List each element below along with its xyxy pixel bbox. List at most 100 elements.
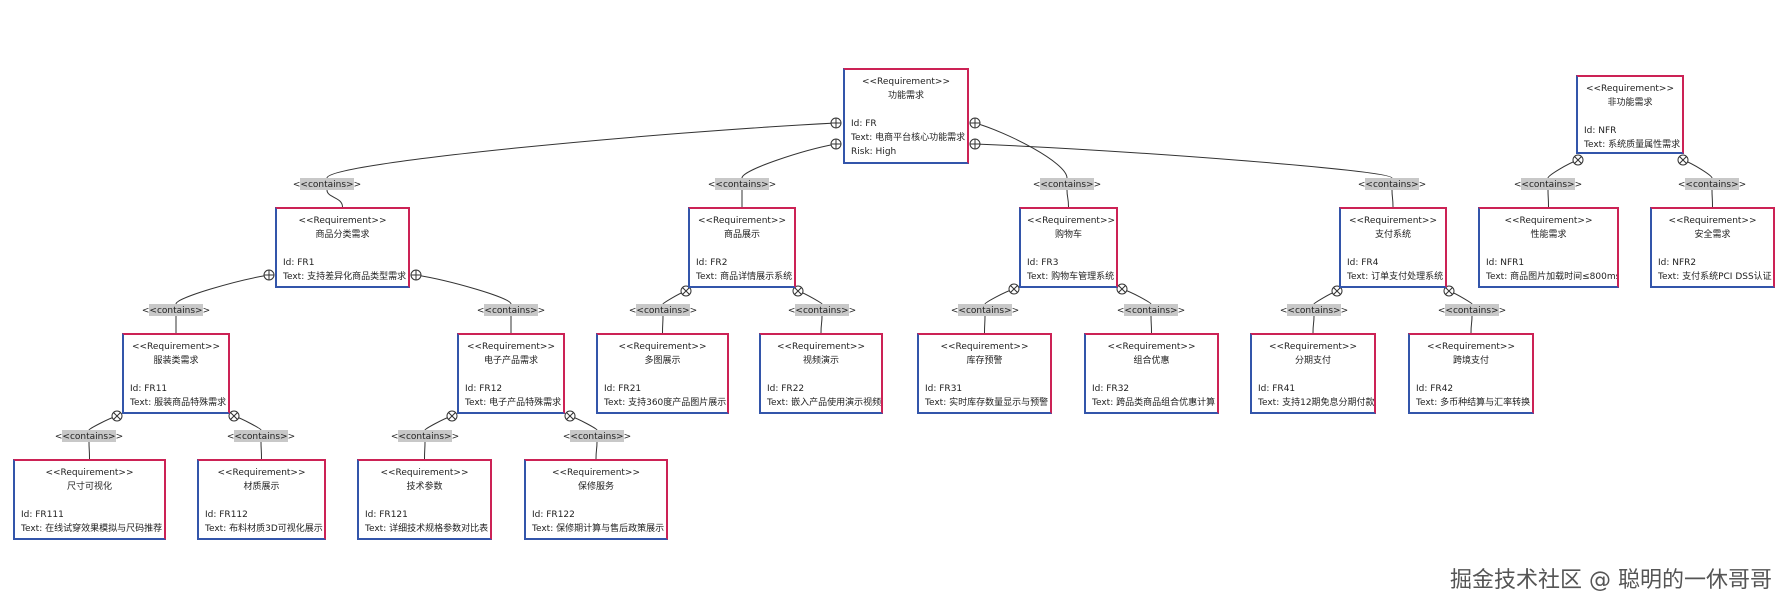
- rel-fr11-fr112-label-bg: [234, 430, 288, 442]
- rel-fr4-fr42-edge-lower[interactable]: [1470, 315, 1473, 334]
- rel-fr-fr4-edge[interactable]: [974, 143, 1393, 179]
- node-text: Text: 订单支付处理系统: [1347, 272, 1444, 282]
- rel-fr3-fr31-edge-lower[interactable]: [984, 315, 986, 334]
- node-text: Text: 多币种结算与汇率转换: [1416, 398, 1531, 408]
- rel-nfr-nfr1-label-bg: [1521, 178, 1575, 190]
- rel-fr12-fr122-edge-lower[interactable]: [595, 441, 598, 460]
- node-stereotype: <<Requirement>>: [466, 342, 556, 352]
- node-stereotype: <<Requirement>>: [618, 342, 707, 352]
- rel-nfr-nfr2-edge-lower[interactable]: [1711, 189, 1713, 208]
- node-stereotype: <<Requirement>>: [940, 342, 1029, 352]
- rel-fr1-fr11-edge[interactable]: [175, 274, 270, 305]
- rel-fr-fr4-label: <<contains>>: [1358, 180, 1426, 190]
- node-name: 技术参数: [406, 482, 443, 492]
- node-id: Id: FR1: [283, 258, 315, 268]
- rel-fr4-fr42-contain-icon: [1443, 285, 1455, 297]
- node-spacer: [925, 368, 1044, 382]
- node-stereotype: <<Requirement>>: [697, 216, 787, 226]
- rel-fr1-fr12-label-bg: [484, 304, 538, 316]
- node-spacer: [21, 494, 158, 508]
- node-id: Id: FR12: [465, 384, 503, 394]
- node-name: 安全需求: [1694, 230, 1731, 240]
- node-text: Text: 在线试穿效果模拟与尺码推荐: [21, 524, 163, 534]
- node-name: 性能需求: [1530, 230, 1567, 240]
- rel-fr11-fr112-contain-icon: [228, 410, 240, 422]
- node-text: Text: 支持差异化商品类型需求: [283, 272, 407, 282]
- rel-fr-fr4-edge-lower[interactable]: [1391, 189, 1394, 208]
- rel-fr3-fr32-label-bg: [1124, 304, 1178, 316]
- rel-fr3-fr32-edge-lower[interactable]: [1150, 315, 1152, 334]
- rel-fr4-fr41-edge-lower[interactable]: [1312, 315, 1315, 334]
- node-spacer: [365, 494, 484, 508]
- rel-nfr-nfr1-edge-lower[interactable]: [1547, 189, 1549, 208]
- rel-fr12-fr121-edge-lower[interactable]: [424, 441, 426, 460]
- node-spacer: [283, 242, 402, 256]
- rel-fr-fr3-edge[interactable]: [974, 122, 1068, 179]
- rel-fr-fr2-label-bg: [715, 178, 769, 190]
- node-id: Id: FR: [851, 119, 877, 129]
- node-id: Id: FR112: [205, 510, 248, 520]
- rel-fr3-fr32-label: <<contains>>: [1117, 306, 1185, 316]
- node-text: Text: 详细技术规格参数对比表: [365, 524, 489, 534]
- rel-nfr-nfr2-contain-icon: [1677, 154, 1689, 166]
- node-spacer: [1258, 368, 1368, 382]
- node-spacer: [1027, 242, 1110, 256]
- rel-fr1-fr11-contain-icon: [263, 269, 275, 281]
- node-spacer: [205, 494, 318, 508]
- node-id: Id: FR41: [1258, 384, 1296, 394]
- node-name: 尺寸可视化: [66, 482, 112, 492]
- rel-fr1-fr12-edge[interactable]: [415, 274, 512, 305]
- rel-fr-fr2-edge[interactable]: [741, 143, 837, 179]
- node-name: 多图展示: [644, 356, 681, 366]
- rel-fr-fr1-edge[interactable]: [326, 122, 837, 179]
- node-id: Id: FR111: [21, 510, 64, 520]
- node-text: Text: 跨品类商品组合优惠计算: [1092, 398, 1216, 408]
- node-id: Id: FR11: [130, 384, 168, 394]
- node-name: 支付系统: [1374, 230, 1411, 240]
- rel-fr11-fr111-edge-lower[interactable]: [88, 441, 90, 460]
- node-spacer: [851, 103, 961, 117]
- node-text: Text: 嵌入产品使用演示视频: [767, 398, 882, 408]
- rel-fr-fr3-edge-lower[interactable]: [1066, 189, 1069, 208]
- rel-fr-fr3-label-bg: [1040, 178, 1094, 190]
- node-stereotype: <<Requirement>>: [1268, 342, 1358, 352]
- node-stereotype: <<Requirement>>: [45, 468, 134, 478]
- rel-fr2-fr22-edge-lower[interactable]: [820, 315, 823, 334]
- node-stereotype: <<Requirement>>: [217, 468, 306, 478]
- node-stereotype: <<Requirement>>: [551, 468, 641, 478]
- rel-fr2-fr21-contain-icon: [680, 285, 692, 297]
- node-name: 分期支付: [1294, 356, 1331, 366]
- rel-fr-fr4-contain-icon: [969, 138, 981, 150]
- rel-fr11-fr112-edge-lower[interactable]: [260, 441, 262, 460]
- node-name: 保修服务: [577, 482, 614, 492]
- node-id: Id: FR4: [1347, 258, 1379, 268]
- rel-fr-fr2-contain-icon: [830, 138, 842, 150]
- node-id: Id: FR21: [604, 384, 642, 394]
- rel-fr-fr1-edge-lower[interactable]: [326, 189, 343, 208]
- node-name: 电子产品需求: [483, 356, 538, 366]
- node-text: Text: 实时库存数量显示与预警: [925, 398, 1049, 408]
- rel-fr2-fr21-edge-lower[interactable]: [662, 315, 664, 334]
- node-stereotype: <<Requirement>>: [380, 468, 469, 478]
- rel-fr12-fr121-label: <<contains>>: [391, 432, 459, 442]
